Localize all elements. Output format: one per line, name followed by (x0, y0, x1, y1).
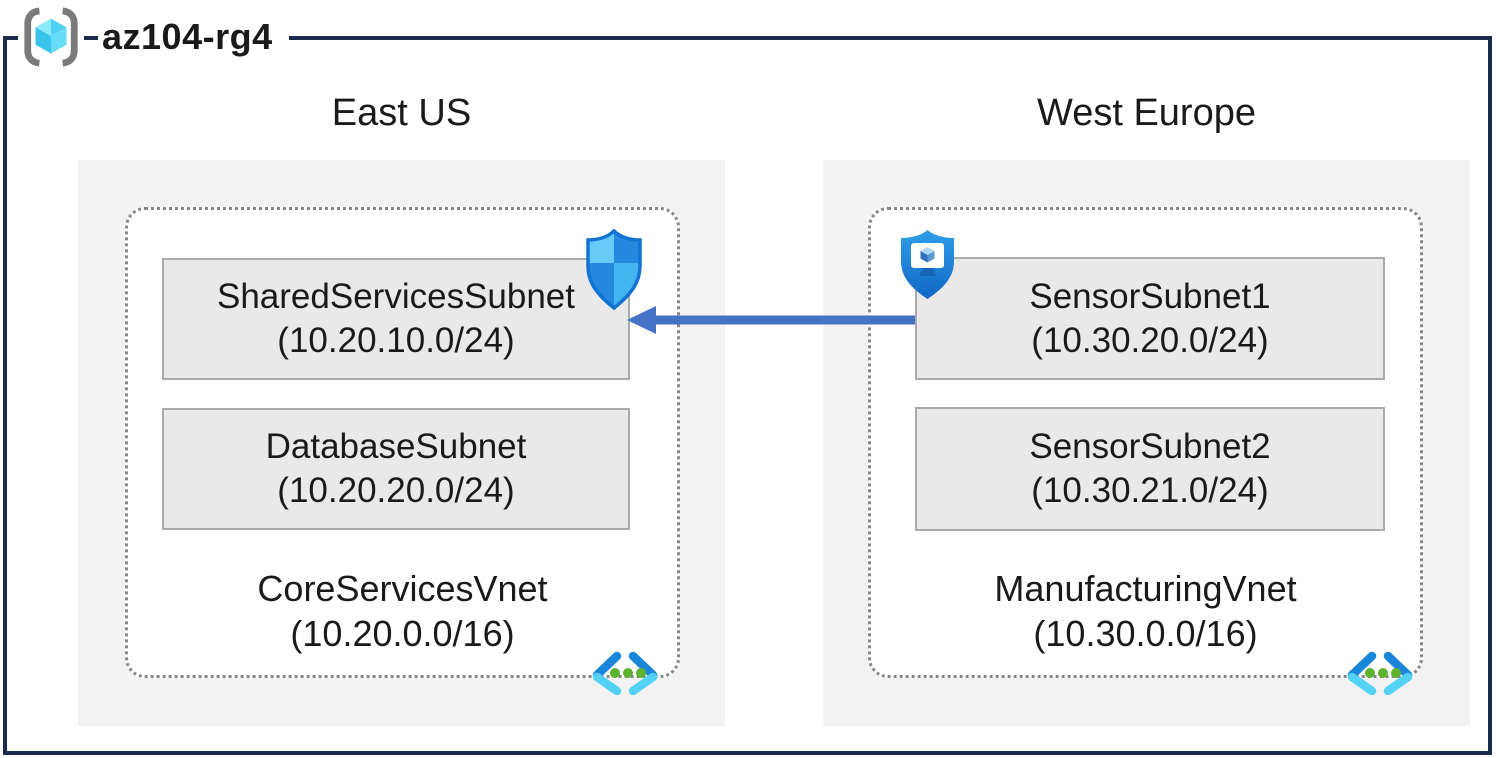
resource-group-label: az104-rg4 (18, 4, 289, 70)
subnet-cidr: (10.30.21.0/24) (1031, 471, 1269, 510)
virtual-network-icon (1347, 651, 1413, 695)
subnet-cidr: (10.20.10.0/24) (277, 321, 515, 360)
subnet-database: DatabaseSubnet (10.20.20.0/24) (162, 408, 630, 530)
subnet-shared-services: SharedServicesSubnet (10.20.10.0/24) (162, 258, 630, 380)
application-security-group-shield-icon (901, 230, 954, 299)
core-services-vnet-label: CoreServicesVnet (10.20.0.0/16) (125, 566, 680, 656)
subnet-sensor-2: SensorSubnet2 (10.30.21.0/24) (915, 407, 1385, 531)
subnet-name: SensorSubnet2 (1029, 427, 1271, 466)
vnet-cidr: (10.30.0.0/16) (1033, 613, 1258, 654)
resource-group-icon (18, 6, 84, 68)
vnet-name: CoreServicesVnet (257, 568, 548, 609)
subnet-sensor-1: SensorSubnet1 (10.30.20.0/24) (915, 257, 1385, 380)
subnet-name: DatabaseSubnet (265, 427, 527, 466)
region-east-us-title: East US (331, 92, 472, 134)
resource-group-name: az104-rg4 (98, 6, 289, 68)
manufacturing-vnet-label: ManufacturingVnet (10.30.0.0/16) (868, 566, 1423, 656)
network-security-group-shield-icon (586, 228, 642, 311)
subnet-cidr: (10.20.20.0/24) (277, 471, 515, 510)
resource-group-frame (3, 36, 1492, 755)
subnet-name: SensorSubnet1 (1029, 276, 1271, 316)
subnet-cidr: (10.30.20.0/24) (1031, 320, 1269, 360)
vnet-name: ManufacturingVnet (994, 568, 1297, 609)
subnet-name: SharedServicesSubnet (217, 277, 575, 316)
vnet-cidr: (10.20.0.0/16) (290, 613, 515, 654)
virtual-network-icon (592, 651, 658, 695)
region-west-europe-title: West Europe (1037, 92, 1256, 134)
